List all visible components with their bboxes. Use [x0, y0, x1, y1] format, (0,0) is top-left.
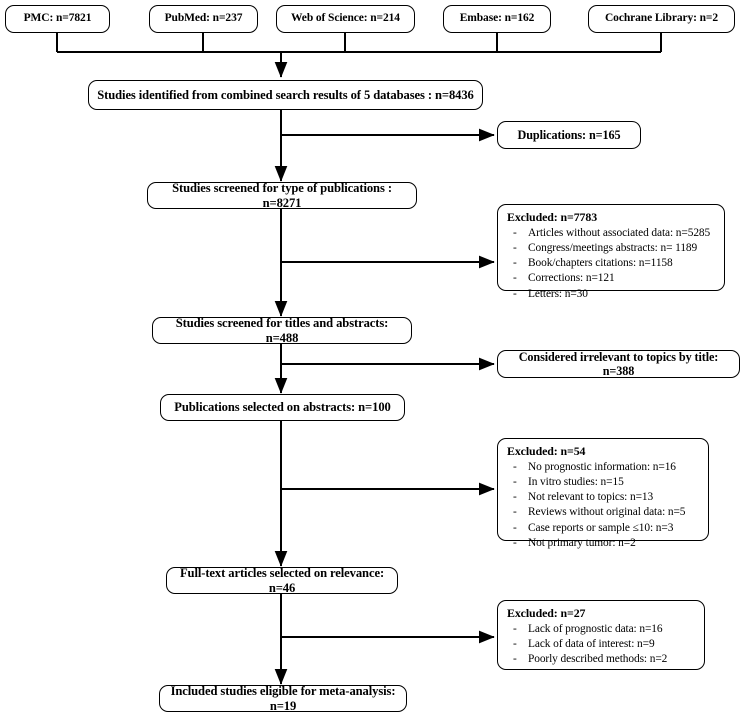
database-box-pmc: PMC: n=7821 — [5, 5, 110, 33]
bullet-dash: - — [513, 491, 517, 504]
side-box-excluded-7783: Excluded: n=7783 -Articles without assoc… — [497, 204, 725, 300]
side-label-irrelevant-by-title: Considered irrelevant to topics by title… — [518, 349, 719, 378]
excluded-item: -Corrections: n=121 — [507, 271, 714, 286]
excluded-item-text: Articles without associated data: n=5285 — [528, 226, 711, 239]
database-label-embase: Embase: n=162 — [459, 12, 535, 25]
excluded-item: -Case reports or sample ≤10: n=3 — [507, 521, 698, 536]
stage-box-fulltext: Full-text articles selected on relevance… — [166, 566, 398, 595]
excluded-item-text: Not relevant to topics: n=13 — [528, 491, 654, 504]
side-box-duplications: Duplications: n=165 — [497, 121, 641, 149]
bullet-dash: - — [513, 536, 517, 549]
excluded-title-7783: Excluded: n=7783 — [507, 210, 598, 224]
excluded-item: -Book/chapters citations: n=1158 — [507, 256, 714, 271]
excluded-item: -Lack of prognostic data: n=16 — [507, 622, 694, 637]
bullet-dash: - — [513, 272, 517, 285]
excluded-title-27: Excluded: n=27 — [507, 606, 586, 620]
excluded-item-text: Reviews without original data: n=5 — [528, 506, 686, 519]
stage-label-identified: Studies identified from combined search … — [97, 87, 474, 102]
bullet-dash: - — [513, 241, 517, 254]
database-label-web-of-science: Web of Science: n=214 — [291, 12, 400, 25]
bullet-dash: - — [513, 506, 517, 519]
excluded-item: -Poorly described methods: n=2 — [507, 652, 694, 667]
database-box-pubmed: PubMed: n=237 — [149, 5, 258, 33]
stage-box-screened-titles: Studies screened for titles and abstract… — [152, 316, 412, 345]
excluded-item: -In vitro studies: n=15 — [507, 475, 698, 490]
database-label-pmc: PMC: n=7821 — [23, 12, 92, 25]
stage-label-fulltext: Full-text articles selected on relevance… — [179, 566, 385, 595]
excluded-item-text: Case reports or sample ≤10: n=3 — [528, 521, 674, 534]
bullet-dash: - — [513, 637, 517, 650]
excluded-item-text: Not primary tumor: n=2 — [528, 536, 636, 549]
database-box-cochrane-library: Cochrane Library: n=2 — [588, 5, 735, 33]
side-box-excluded-54: Excluded: n=54 -No prognostic informatio… — [497, 438, 709, 549]
stage-box-identified: Studies identified from combined search … — [88, 80, 483, 110]
excluded-list-54: -No prognostic information: n=16 -In vit… — [507, 460, 698, 551]
excluded-item: -Lack of data of interest: n=9 — [507, 637, 694, 652]
excluded-item: -Reviews without original data: n=5 — [507, 505, 698, 520]
stage-label-included: Included studies eligible for meta-analy… — [170, 684, 396, 713]
excluded-item: -Letters: n=30 — [507, 287, 714, 302]
excluded-item: -Not relevant to topics: n=13 — [507, 490, 698, 505]
bullet-dash: - — [513, 460, 517, 473]
excluded-item: -Not primary tumor: n=2 — [507, 536, 698, 551]
side-label-duplications: Duplications: n=165 — [517, 127, 621, 142]
bullet-dash: - — [513, 287, 517, 300]
bullet-dash: - — [513, 521, 517, 534]
database-box-embase: Embase: n=162 — [443, 5, 551, 33]
excluded-title-54: Excluded: n=54 — [507, 444, 586, 458]
side-box-irrelevant-by-title: Considered irrelevant to topics by title… — [497, 350, 740, 378]
stage-label-screened-type: Studies screened for type of publication… — [172, 181, 392, 210]
excluded-item-text: Poorly described methods: n=2 — [528, 653, 668, 666]
stage-box-included: Included studies eligible for meta-analy… — [159, 684, 407, 713]
excluded-item: -No prognostic information: n=16 — [507, 460, 698, 475]
excluded-item-text: In vitro studies: n=15 — [528, 475, 624, 488]
excluded-item-text: Corrections: n=121 — [528, 272, 615, 285]
bullet-dash: - — [513, 226, 517, 239]
stage-box-screened-type: Studies screened for type of publication… — [147, 181, 417, 210]
excluded-list-7783: -Articles without associated data: n=528… — [507, 226, 714, 302]
bullet-dash: - — [513, 475, 517, 488]
excluded-item: -Articles without associated data: n=528… — [507, 226, 714, 241]
database-label-cochrane-library: Cochrane Library: n=2 — [604, 12, 719, 25]
database-box-web-of-science: Web of Science: n=214 — [276, 5, 415, 33]
excluded-item-text: Lack of prognostic data: n=16 — [528, 622, 663, 635]
bullet-dash: - — [513, 257, 517, 270]
bullet-dash: - — [513, 653, 517, 666]
side-box-excluded-27: Excluded: n=27 -Lack of prognostic data:… — [497, 600, 705, 670]
bullet-dash: - — [513, 622, 517, 635]
database-label-pubmed: PubMed: n=237 — [164, 12, 243, 25]
excluded-item-text: Lack of data of interest: n=9 — [528, 637, 655, 650]
stage-box-selected-abstracts: Publications selected on abstracts: n=10… — [160, 394, 405, 421]
stage-label-selected-abstracts: Publications selected on abstracts: n=10… — [174, 400, 391, 415]
excluded-item-text: Letters: n=30 — [528, 287, 588, 300]
excluded-item-text: Congress/meetings abstracts: n= 1189 — [528, 241, 698, 254]
excluded-item-text: Book/chapters citations: n=1158 — [528, 257, 673, 270]
excluded-list-27: -Lack of prognostic data: n=16 -Lack of … — [507, 622, 694, 668]
stage-label-screened-titles: Studies screened for titles and abstract… — [175, 316, 389, 345]
excluded-item: -Congress/meetings abstracts: n= 1189 — [507, 241, 714, 256]
excluded-item-text: No prognostic information: n=16 — [528, 460, 676, 473]
